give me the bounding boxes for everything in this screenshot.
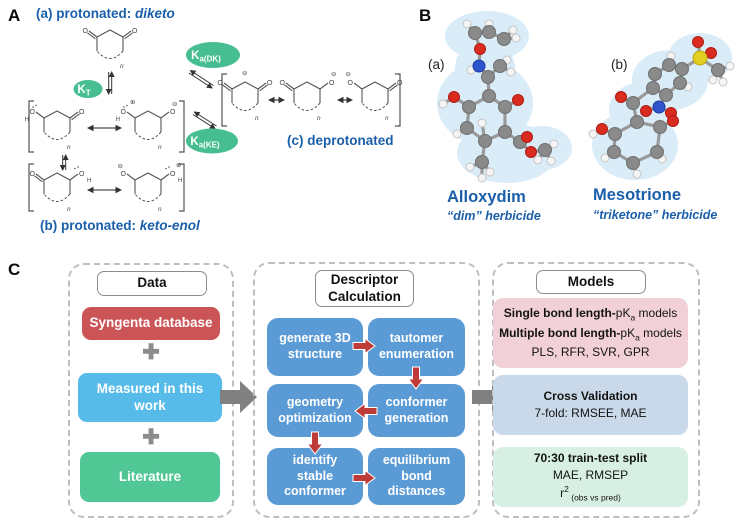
- svg-text:⊖: ⊖: [172, 101, 178, 108]
- data-column-title: Data: [97, 271, 207, 296]
- svg-text:O: O: [329, 80, 335, 87]
- svg-text:n: n: [158, 206, 162, 213]
- caption-keto-enol: (b) protonated: keto-enol: [40, 218, 200, 233]
- model-types-box: Single bond length-pKa models Multiple b…: [493, 298, 688, 368]
- step-arrow-down-icon: [307, 431, 323, 455]
- r-squared-line: r2 (obs vs pred): [560, 483, 621, 503]
- cross-validation-metrics: 7-fold: RMSEE, MAE: [534, 406, 647, 420]
- structure-diketo: O O n: [83, 28, 138, 70]
- svg-text:⊖: ⊖: [242, 70, 248, 77]
- step-equilibrium-bond-distances: equilibrium bond distances: [368, 448, 465, 505]
- keto-enol-bracket-2: O O H n O ⊖ O ⊕ H n: [28, 162, 185, 213]
- svg-text:⊕: ⊕: [176, 162, 182, 169]
- step-arrow-right-icon: [352, 338, 376, 354]
- deprotonated-bracket: O O ⊖ n O O ⊖ n O ⊖ O n: [218, 70, 403, 127]
- train-test-metrics: MAE, RMSEP: [552, 467, 629, 482]
- step-arrow-down-icon: [408, 366, 424, 390]
- caption-deprotonated: (c) deprotonated: [287, 133, 394, 148]
- models-column-title: Models: [536, 270, 646, 294]
- mesotrione-3d-model: [588, 33, 735, 180]
- panel-b-label: B: [419, 6, 432, 25]
- svg-text:H: H: [116, 117, 120, 123]
- step-generate-3d-structure: generate 3D structure: [267, 318, 363, 376]
- syngenta-database-box: Syngenta database: [82, 307, 220, 340]
- svg-text:O: O: [267, 80, 273, 87]
- svg-text:⊕: ⊕: [130, 99, 136, 106]
- svg-text:H: H: [87, 178, 91, 184]
- svg-text:n: n: [67, 206, 71, 213]
- svg-text:O: O: [280, 80, 286, 87]
- equilibrium-arrow-tautomer: [59, 154, 69, 171]
- molecule-a-tag: (a): [428, 57, 445, 72]
- kt-constant: KT: [73, 80, 103, 98]
- molecule-a-name: Alloxydim: [447, 188, 526, 206]
- svg-text:KT: KT: [77, 84, 90, 98]
- svg-text:Ka(KE): Ka(KE): [190, 136, 220, 150]
- step-conformer-generation: conformer generation: [368, 384, 465, 437]
- step-tautomer-enumeration: tautomer enumeration: [368, 318, 465, 376]
- flow-arrow-right-icon: [220, 381, 257, 413]
- molecule-b-name: Mesotrione: [593, 186, 682, 204]
- plus-icon: ✚: [142, 426, 160, 449]
- sulfur-atom: [692, 50, 708, 66]
- nitrogen-atom: [652, 100, 666, 114]
- svg-text:O: O: [132, 28, 138, 35]
- svg-text:⊖: ⊖: [346, 71, 352, 78]
- step-arrow-left-icon: [354, 403, 378, 419]
- kadk-constant: Ka(DK): [186, 42, 240, 68]
- svg-text:n: n: [317, 115, 321, 122]
- measured-in-this-work-box: Measured in this work: [78, 373, 222, 422]
- svg-text:O: O: [348, 80, 354, 87]
- step-identify-stable-conformer: identify stable conformer: [267, 448, 363, 505]
- svg-text:O: O: [170, 109, 176, 116]
- descriptor-column-title: Descriptor Calculation: [315, 270, 414, 307]
- svg-text:⊖: ⊖: [118, 163, 124, 170]
- svg-text:O: O: [83, 28, 89, 35]
- svg-text:O: O: [121, 109, 127, 116]
- keto-enol-bracket-1: O H O n O H ⊕ O ⊖ n: [25, 99, 185, 153]
- svg-text:n: n: [158, 144, 162, 151]
- nitrogen-atom: [472, 59, 486, 73]
- svg-text:O: O: [30, 109, 36, 116]
- model-types-line1: Single bond length-pKa models: [503, 306, 678, 323]
- svg-text:n: n: [255, 115, 259, 122]
- svg-text:O: O: [397, 80, 403, 87]
- literature-box: Literature: [80, 452, 220, 502]
- caption-diketo: (a) protonated: diketo: [36, 6, 175, 21]
- svg-text:n: n: [120, 63, 124, 70]
- train-test-title: 70:30 train-test split: [533, 451, 648, 466]
- step-geometry-optimization: geometry optimization: [267, 384, 363, 437]
- svg-text:n: n: [385, 115, 389, 122]
- model-types-line3: PLS, RFR, SVR, GPR: [531, 344, 650, 359]
- model-types-line2: Multiple bond length-pKa models: [499, 325, 682, 342]
- svg-text:O: O: [79, 109, 85, 116]
- svg-text:O: O: [30, 171, 36, 178]
- molecule-b-tag: (b): [611, 57, 628, 72]
- tautomer-equilibrium-scheme: O O n KT O H O n: [25, 28, 403, 213]
- molecule-b-subtitle: “triketone” herbicide: [593, 208, 718, 222]
- svg-text:⊖: ⊖: [331, 71, 337, 78]
- equilibrium-arrow-kadk: [188, 69, 214, 89]
- panel-c-label: C: [8, 260, 21, 279]
- svg-text:O: O: [170, 171, 176, 178]
- train-test-split-box: 70:30 train-test split MAE, RMSEP r2 (ob…: [493, 447, 688, 507]
- svg-text:Ka(DK): Ka(DK): [191, 50, 221, 64]
- equilibrium-arrow-kt: [105, 71, 115, 95]
- svg-text:O: O: [79, 171, 85, 178]
- cross-validation-box: Cross Validation 7-fold: RMSEE, MAE: [493, 375, 688, 435]
- molecule-a-subtitle: “dim” herbicide: [447, 209, 541, 223]
- svg-text:H: H: [178, 178, 182, 184]
- kake-constant: Ka(KE): [186, 128, 238, 154]
- alloxydim-3d-model: [437, 11, 572, 183]
- cross-validation-title: Cross Validation: [543, 389, 638, 404]
- equilibrium-arrow-kake: [192, 111, 217, 130]
- step-arrow-right-icon: [352, 470, 376, 486]
- svg-text:H: H: [25, 117, 29, 123]
- svg-text:n: n: [67, 144, 71, 151]
- panel-a-label: A: [8, 6, 21, 25]
- plus-icon: ✚: [142, 341, 160, 364]
- svg-text:O: O: [121, 171, 127, 178]
- svg-text:O: O: [218, 80, 224, 87]
